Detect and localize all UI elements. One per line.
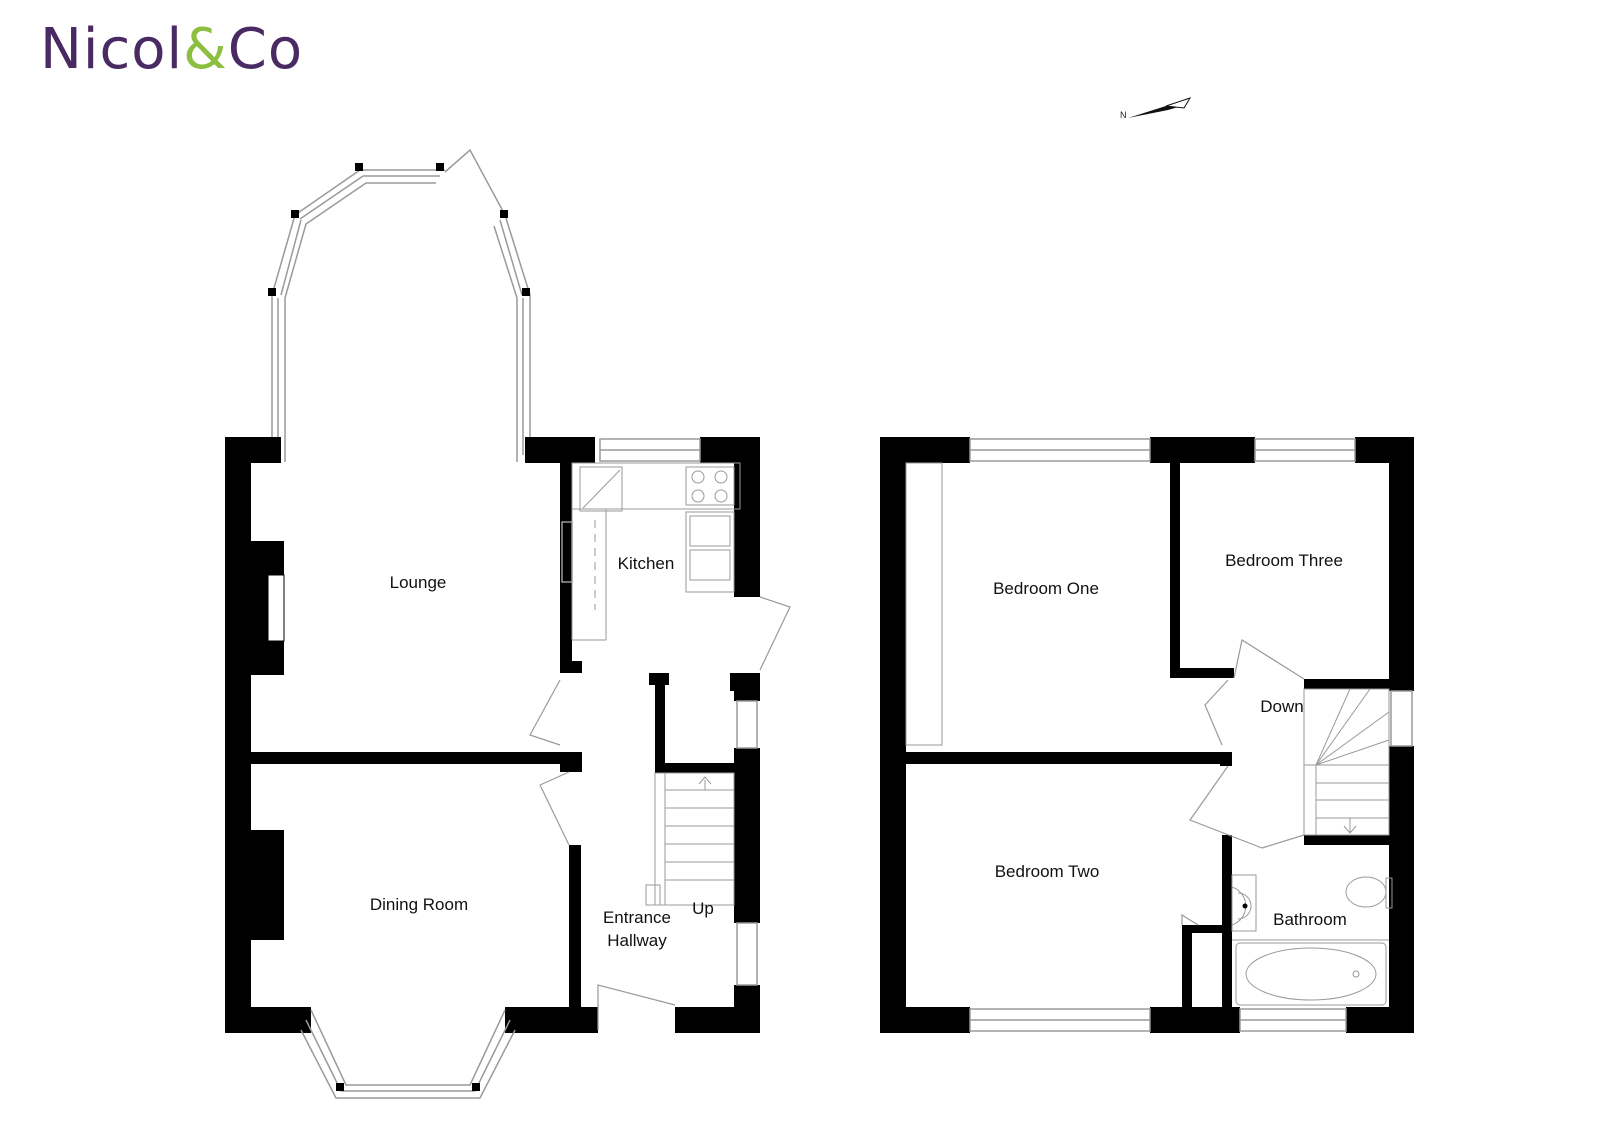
- room-label-kitchen: Kitchen: [618, 554, 675, 573]
- ground-floor-doors: [529, 596, 791, 1030]
- dining-bay-window: [300, 1009, 516, 1099]
- bay-window-posts: [268, 163, 530, 296]
- hallway-windows: [736, 700, 758, 986]
- ground-floor-plan: Lounge Kitchen Dining Room Entrance Hall…: [225, 148, 791, 1099]
- room-label-entrance-line1: Entrance: [603, 908, 671, 927]
- stairs-label-up: Up: [692, 899, 714, 918]
- bathroom-fixtures: [1231, 874, 1393, 1006]
- stairs-label-down: Down: [1260, 697, 1303, 716]
- lounge-bay-window: [271, 148, 531, 462]
- ground-floor-walls: [225, 437, 760, 1033]
- chimney-inserts: [267, 574, 285, 642]
- kitchen-window: [561, 438, 701, 583]
- compass-arrow-icon: [1128, 97, 1192, 118]
- north-label: N: [1120, 110, 1127, 120]
- room-label-entrance-line2: Hallway: [607, 931, 667, 950]
- first-floor-windows: [969, 438, 1413, 1032]
- basin-tap-icon: [1242, 903, 1248, 909]
- brand-name-part1: Nicol: [40, 17, 184, 82]
- first-floor-doors: [1181, 639, 1305, 926]
- brand-ampersand: &: [183, 17, 228, 82]
- room-label-dining-room: Dining Room: [370, 895, 468, 914]
- dining-bay-posts: [336, 1083, 480, 1091]
- room-label-bedroom-one: Bedroom One: [993, 579, 1099, 598]
- first-floor-walls: [880, 437, 1414, 1033]
- first-floor-plan: Bedroom One Bedroom Three Bedroom Two Ba…: [880, 437, 1414, 1033]
- first-floor-stairs: [1303, 688, 1390, 836]
- room-label-bedroom-two: Bedroom Two: [995, 862, 1100, 881]
- room-label-lounge: Lounge: [390, 573, 447, 592]
- brand-name-part2: Co: [227, 17, 304, 82]
- ground-stairs: [645, 772, 735, 906]
- room-label-bathroom: Bathroom: [1273, 910, 1347, 929]
- kitchen-fixtures: [571, 462, 741, 641]
- brand-logo: Nicol&Co: [40, 22, 303, 78]
- wardrobe: [905, 462, 943, 746]
- north-compass: N: [1120, 96, 1220, 126]
- room-label-bedroom-three: Bedroom Three: [1225, 551, 1343, 570]
